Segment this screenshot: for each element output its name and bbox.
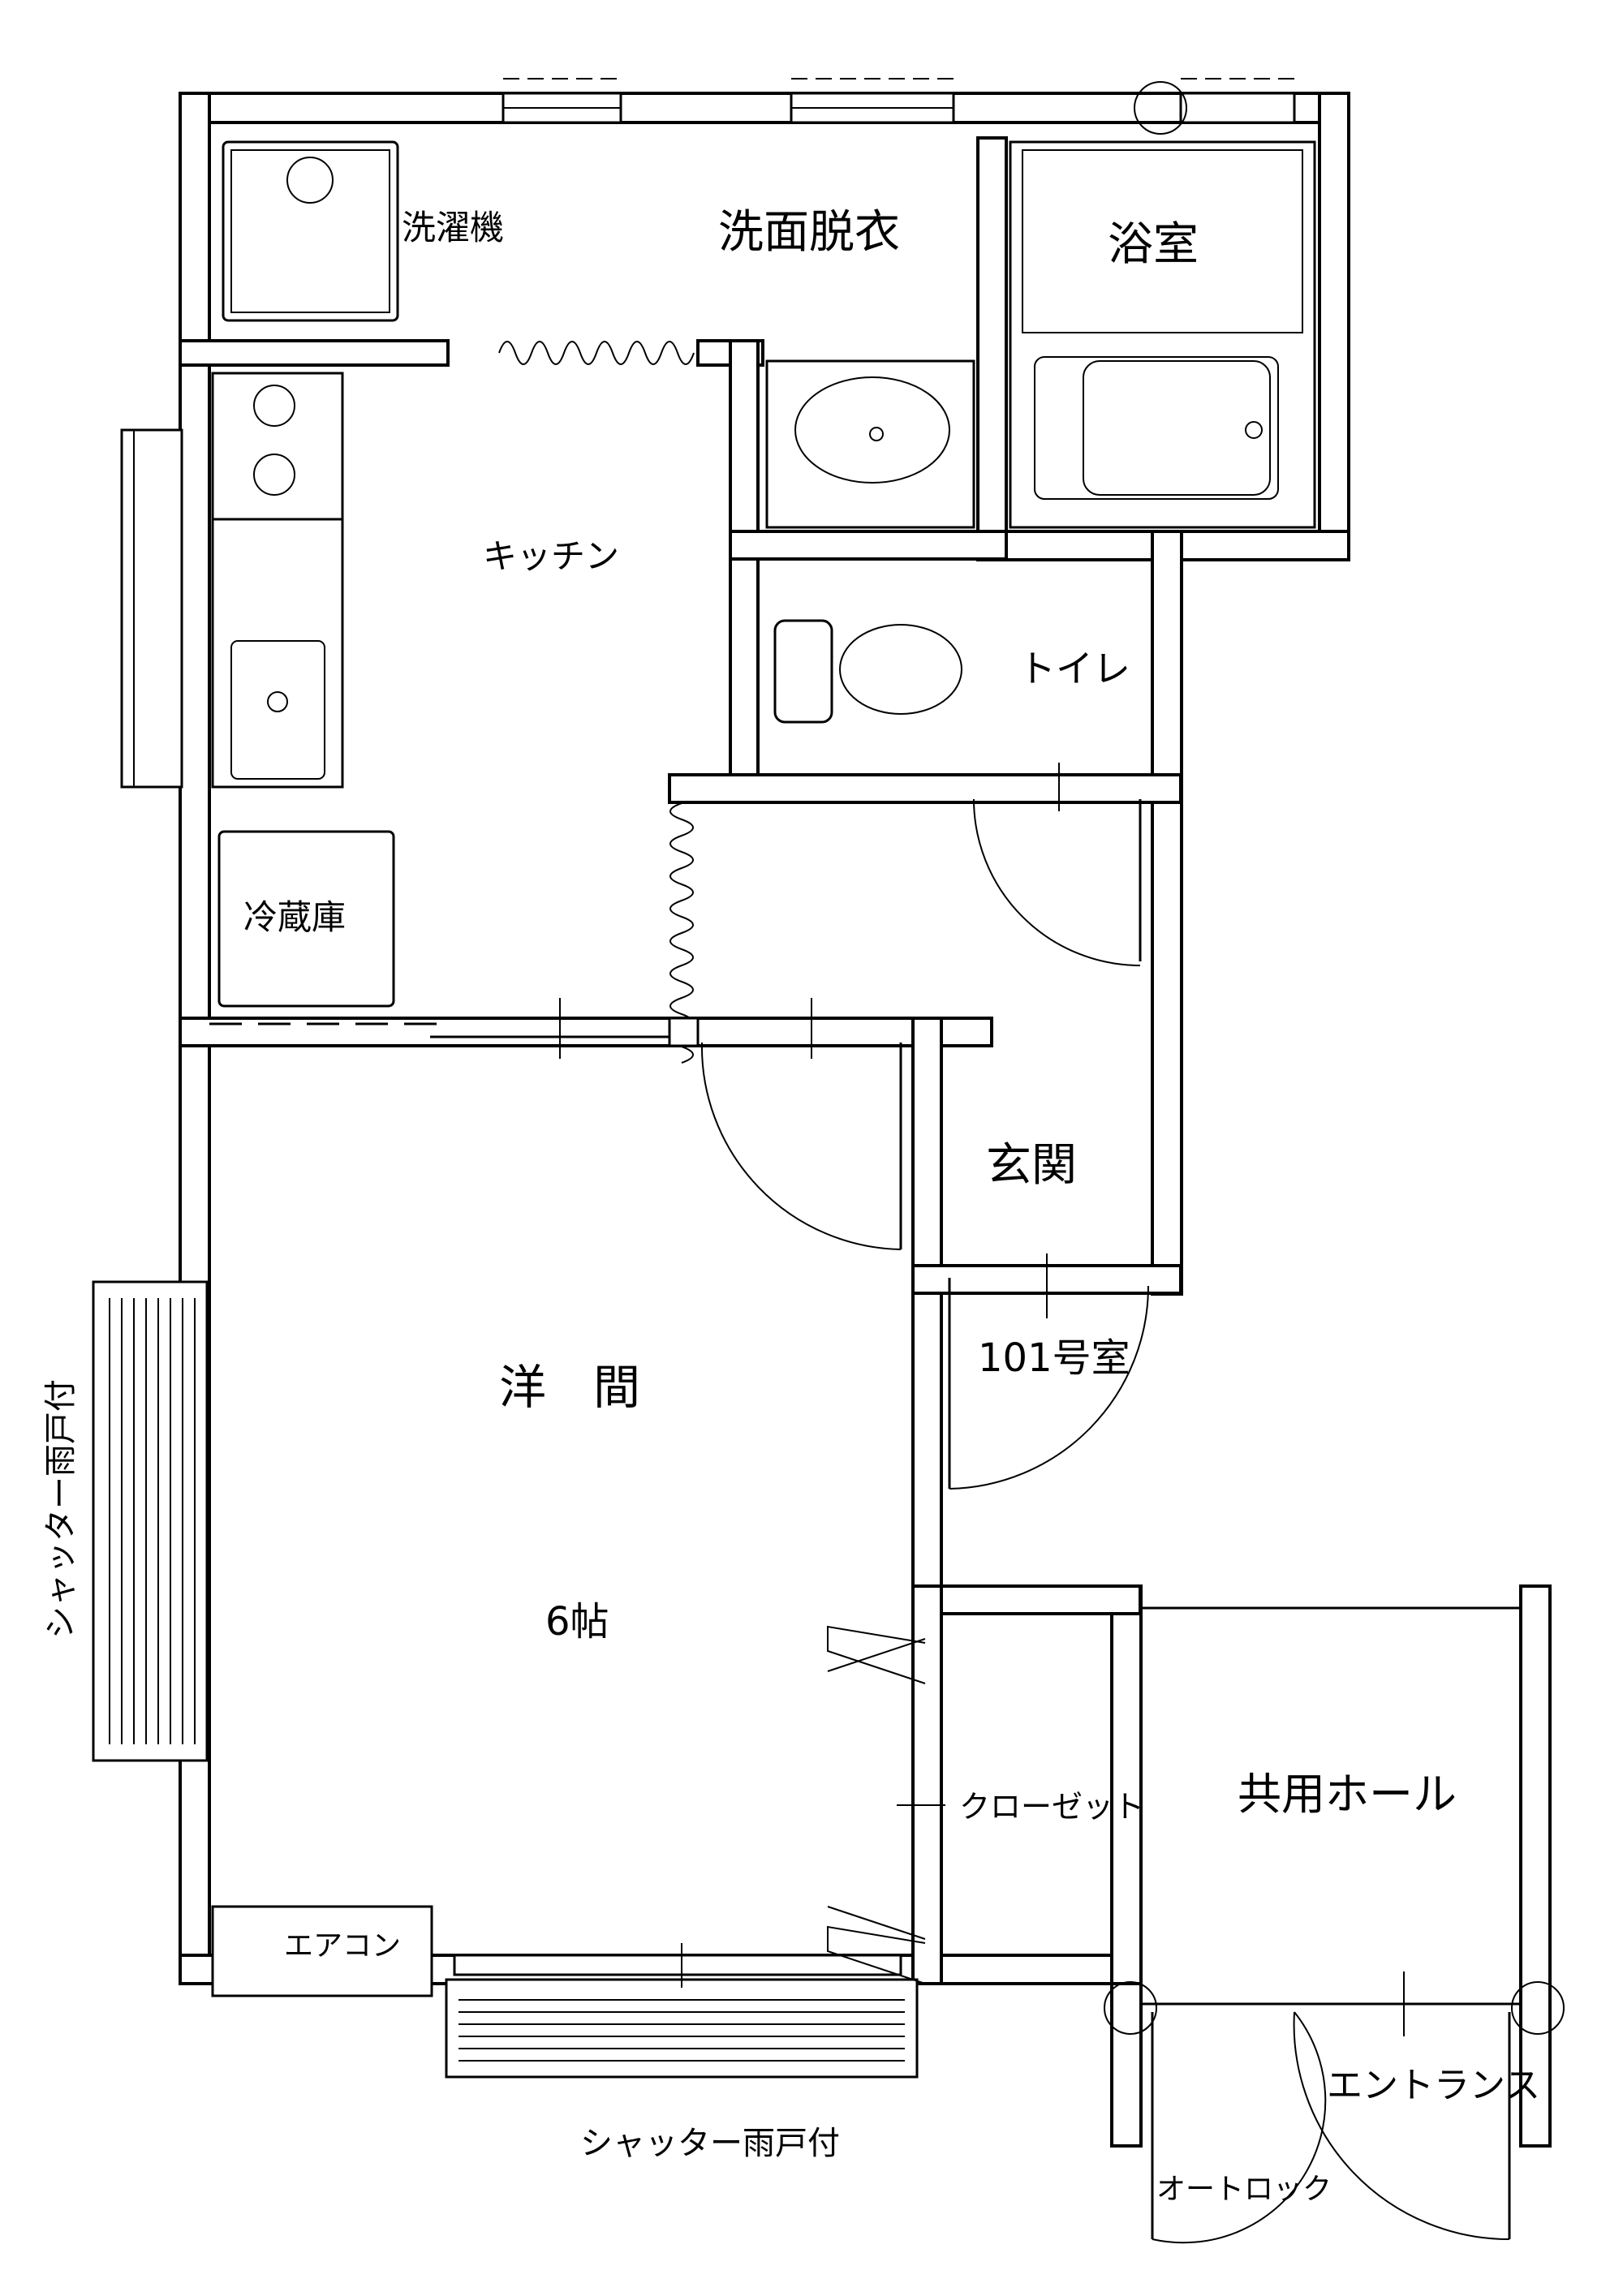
room-size-label: 6帖 — [545, 1599, 609, 1645]
bathroom-label: 浴室 — [1108, 218, 1199, 271]
entrance-label: 玄関 — [986, 1139, 1077, 1192]
shutter-south-label: シャッター雨戸付 — [580, 2125, 840, 2162]
toilet-label: トイレ — [1018, 647, 1130, 690]
room-number-label: 101号室 — [978, 1335, 1130, 1381]
shutter-west-label: シャッター雨戸付 — [42, 1379, 80, 1639]
interior-walls — [179, 136, 1182, 1985]
room-labels: 洗面脱衣 浴室 キッチン トイレ 玄関 洋 間 6帖 101号室 クローゼット … — [483, 206, 1540, 2106]
closet-label: クローゼット — [959, 1789, 1144, 1825]
air-conditioner — [211, 1905, 433, 1997]
shutter-west-slats — [109, 1298, 196, 1744]
shutter-south-slats — [458, 1999, 905, 2062]
western-room-label: 洋 間 — [499, 1360, 640, 1415]
bathtub — [1009, 140, 1316, 529]
stove — [211, 372, 344, 521]
entrance-hall-label: エントランス — [1327, 2065, 1540, 2106]
refrigerator-label: 冷蔵庫 — [243, 897, 346, 937]
windows — [92, 78, 1296, 2079]
air-conditioner-label: エアコン — [284, 1929, 401, 1963]
note-labels: シャッター雨戸付 シャッター雨戸付 オートロック — [42, 1379, 1332, 2206]
doors — [209, 341, 1565, 2244]
kitchen-label: キッチン — [483, 536, 619, 576]
washbasin — [765, 359, 975, 529]
fixture-labels: 洗濯機 冷蔵庫 エアコン — [243, 208, 504, 1963]
auto-lock-label: オートロック — [1156, 2173, 1332, 2206]
refrigerator — [217, 830, 395, 1008]
washroom-label: 洗面脱衣 — [718, 206, 900, 259]
washing-machine-label: 洗濯機 — [402, 208, 504, 247]
toilet-bowl — [773, 619, 962, 724]
washing-machine — [222, 140, 399, 322]
common-hall-label: 共用ホール — [1238, 1769, 1457, 1820]
kitchen-sink — [211, 518, 344, 789]
